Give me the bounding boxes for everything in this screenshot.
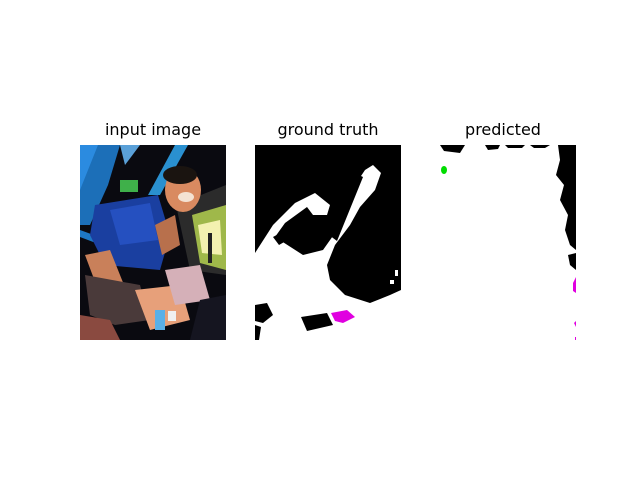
input-image bbox=[80, 145, 226, 340]
predicted-mask-shapes bbox=[430, 145, 576, 340]
ground-truth-mask bbox=[255, 145, 401, 340]
panel-title-input-image: input image bbox=[104, 120, 202, 139]
input-image-photo bbox=[80, 145, 226, 340]
predicted-mask bbox=[430, 145, 576, 340]
ground-truth-mask-shapes bbox=[255, 145, 401, 340]
panel-title-ground-truth: ground truth bbox=[277, 120, 379, 139]
panel-title-predicted: predicted bbox=[465, 120, 541, 139]
